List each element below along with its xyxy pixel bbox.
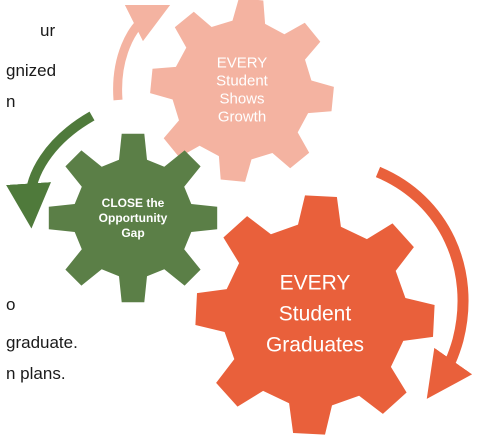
gear-graduates-label-line-3: Graduates (266, 334, 364, 357)
orange-curved-arrow (375, 166, 473, 399)
gear-growth-label-line-3: Shows (219, 91, 264, 108)
green-curved-arrow (6, 111, 95, 229)
gear-opportunity-label-line-2: Opportunity (99, 211, 168, 225)
gear-graduates-label-line-2: Student (279, 303, 352, 326)
text-fragment-4: o (6, 295, 16, 314)
gear-opportunity-label: CLOSE the Opportunity Gap (99, 196, 168, 240)
pink-curved-arrow (113, 4, 171, 101)
gear-growth-label-line-1: EVERY (217, 55, 268, 72)
gear-opportunity-label-line-3: Gap (121, 226, 144, 240)
gear-growth-label: EVERY Student Shows Growth (216, 55, 269, 126)
gear-opportunity (48, 133, 218, 303)
gear-growth-label-line-4: Growth (218, 109, 266, 126)
text-fragment-2: gnized (6, 61, 57, 80)
gear-opportunity-label-line-1: CLOSE the (102, 196, 165, 210)
gear-growth-label-line-2: Student (216, 73, 269, 90)
gear-graduates (195, 195, 435, 435)
text-fragment-1: ur (40, 21, 56, 40)
gear-graduates-label-line-1: EVERY (280, 272, 351, 295)
gear-graduates-label: EVERY Student Graduates (266, 272, 364, 357)
gear-growth (150, 0, 334, 182)
text-fragment-5: graduate. (6, 333, 78, 352)
text-fragment-6: n plans. (6, 364, 66, 383)
text-fragment-3: n (6, 92, 16, 111)
